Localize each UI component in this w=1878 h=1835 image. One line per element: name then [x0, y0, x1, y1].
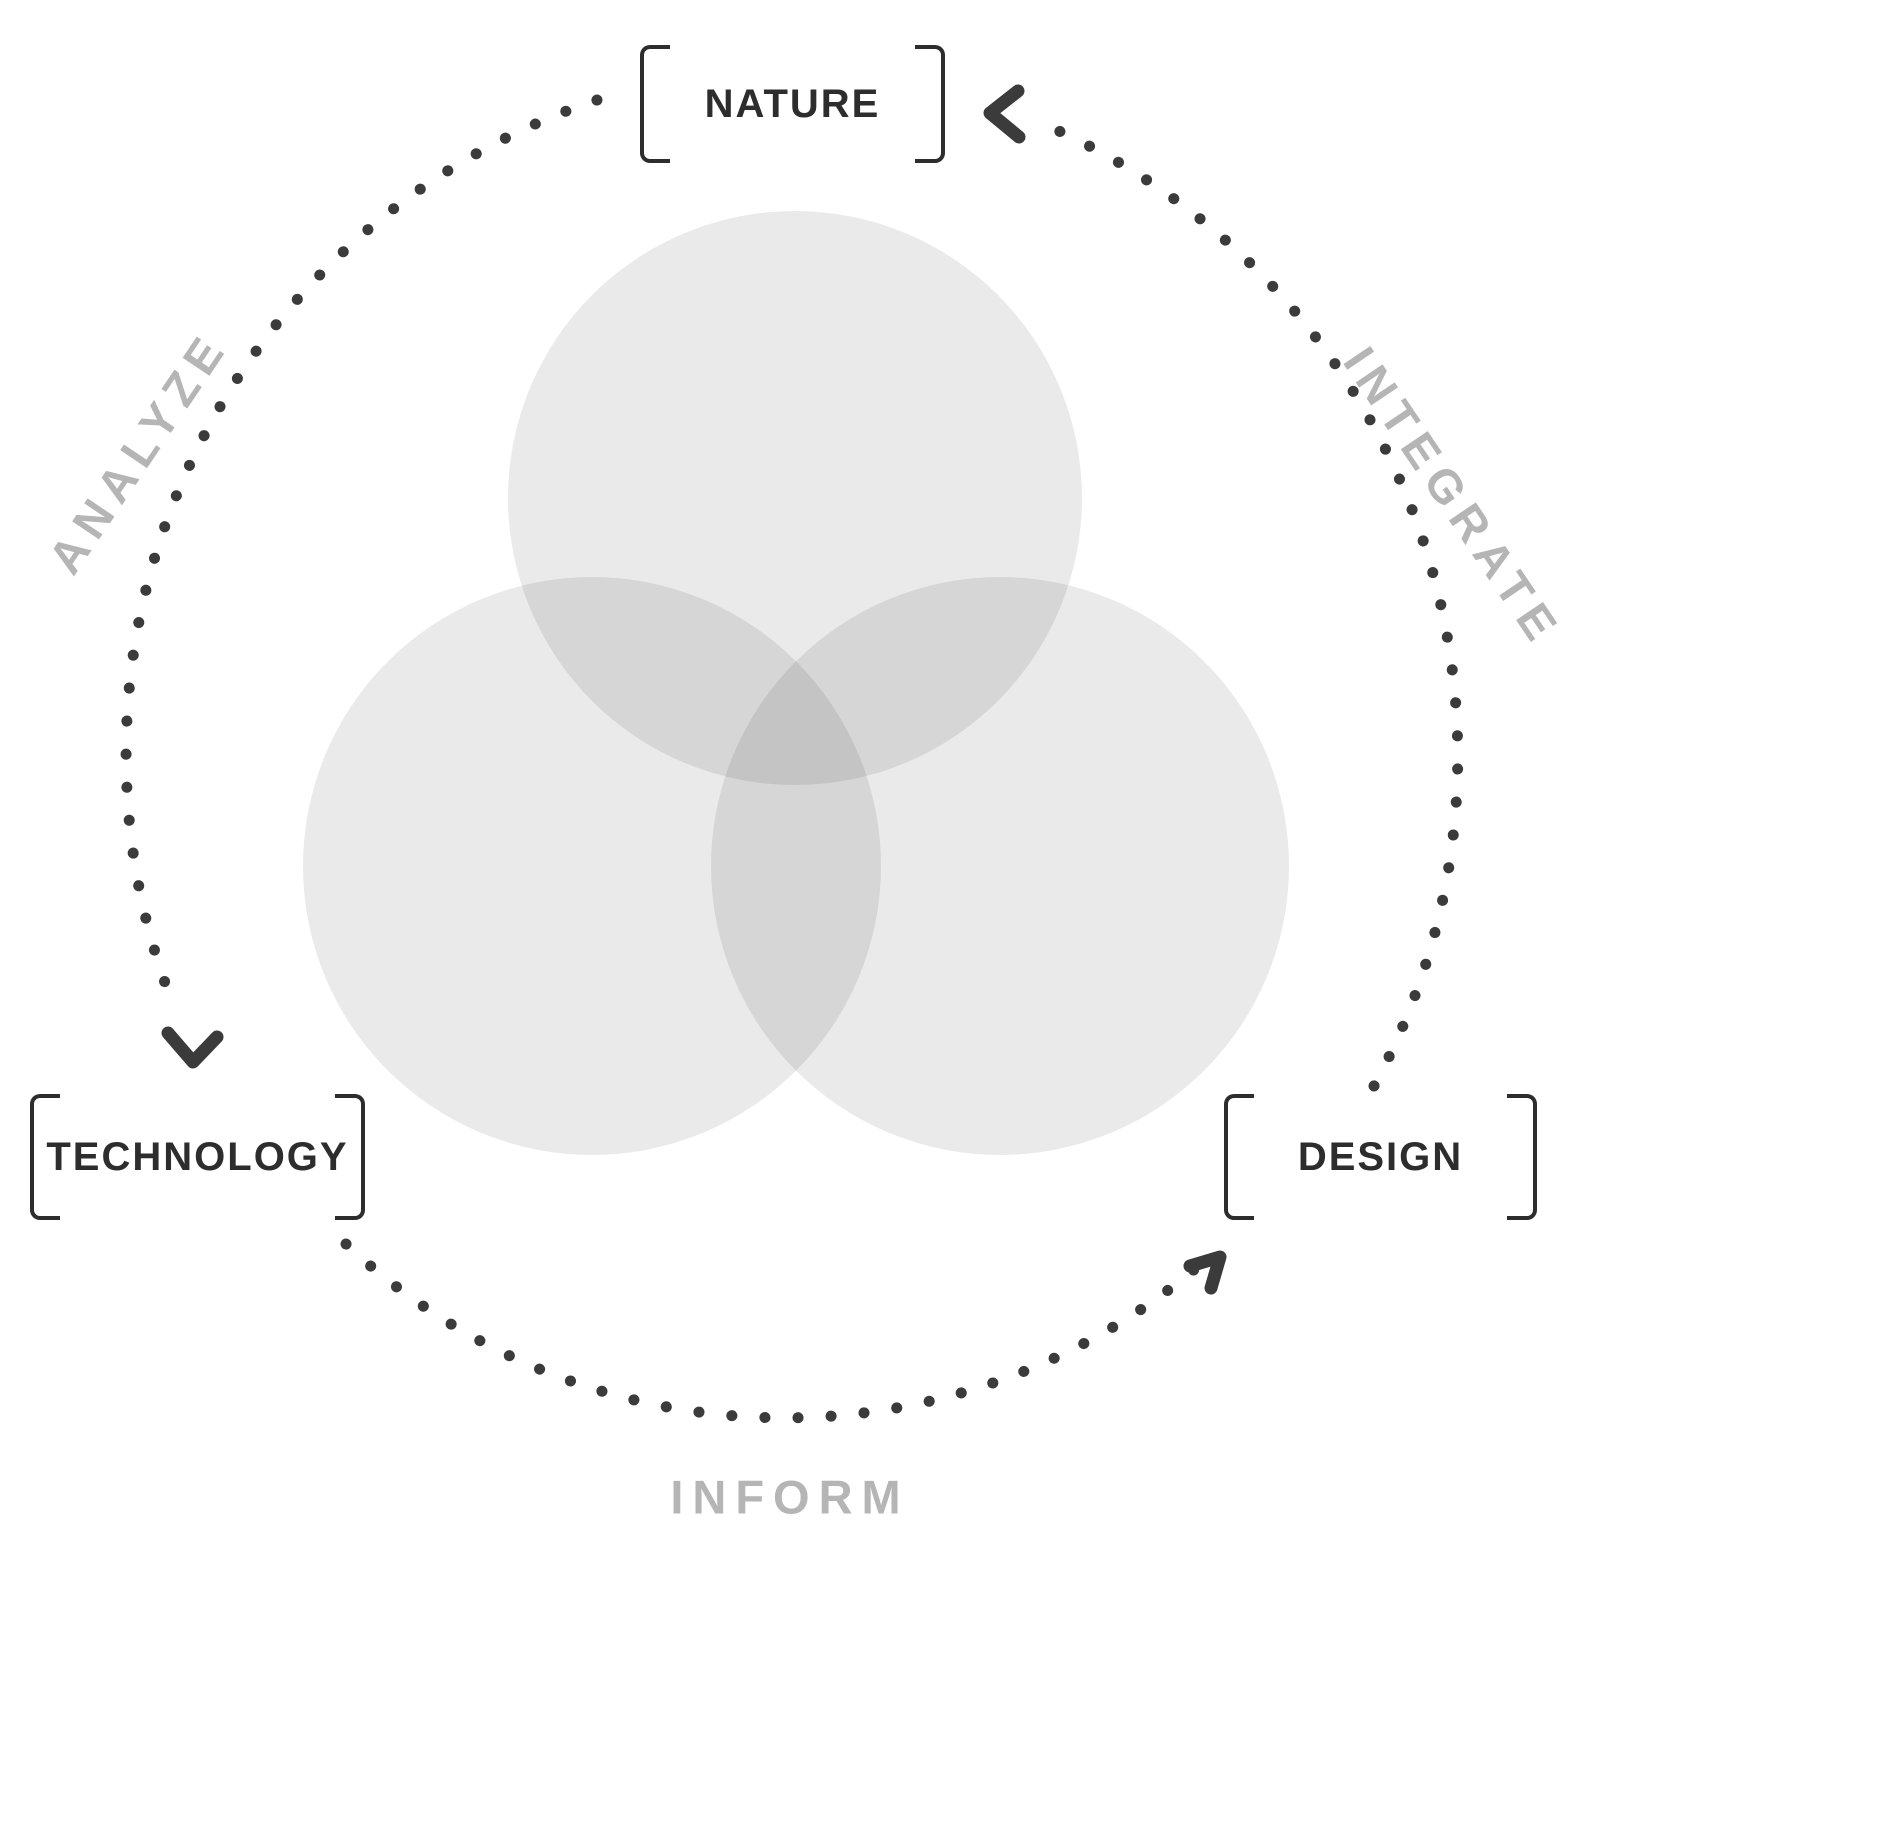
arrowhead-inform — [1183, 1250, 1227, 1295]
arrowhead-analyze — [161, 1026, 224, 1069]
arc-inform — [340, 1238, 1202, 1424]
node-label-technology-text: TECHNOLOGY — [46, 1134, 349, 1179]
venn-circle-design — [711, 577, 1289, 1155]
node-label-nature-text: NATURE — [704, 81, 881, 126]
node-label-nature: NATURE — [640, 45, 945, 163]
node-label-design: DESIGN — [1224, 1094, 1537, 1220]
venn-circle-nature — [508, 211, 1082, 785]
arrowhead-integrate — [983, 84, 1026, 144]
node-label-technology: TECHNOLOGY — [30, 1094, 365, 1220]
arc-analyze — [120, 94, 603, 1018]
flow-label-inform: INFORM — [670, 1470, 910, 1524]
node-label-design-text: DESIGN — [1297, 1134, 1464, 1179]
venn-circle-technology — [303, 577, 881, 1155]
